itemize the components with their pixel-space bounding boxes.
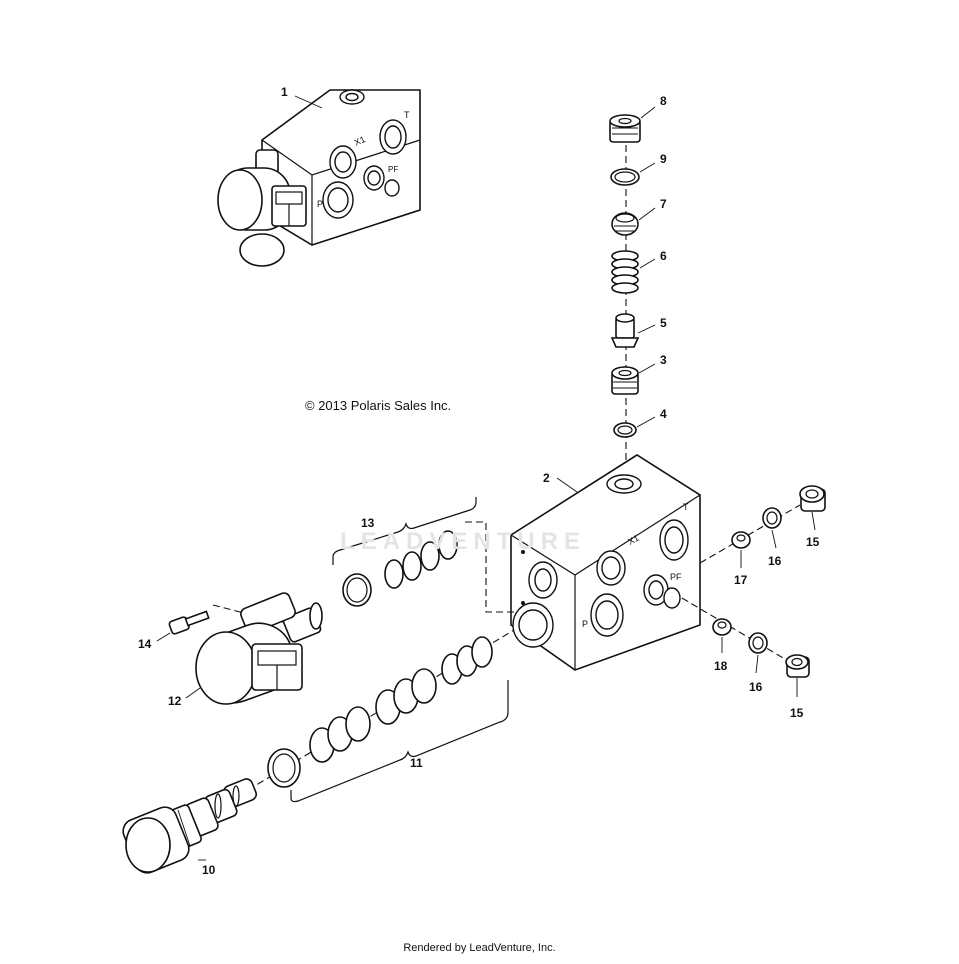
part-11-seal-kit[interactable] — [267, 636, 493, 788]
callout-12[interactable]: 12 — [168, 694, 182, 708]
callout-6[interactable]: 6 — [660, 249, 667, 263]
callout-7[interactable]: 7 — [660, 197, 667, 211]
part-17-orifice[interactable] — [731, 531, 751, 549]
part-5-poppet[interactable] — [610, 313, 640, 348]
assembly-axis-upper-right — [699, 504, 801, 564]
leader-2 — [556, 477, 578, 493]
part-3-seat[interactable] — [611, 366, 639, 395]
port-label-x1: X1 — [626, 533, 640, 547]
callout-18[interactable]: 18 — [714, 659, 728, 673]
leader-1 — [294, 95, 323, 109]
port-label-t: T — [404, 110, 410, 120]
part-4-o-ring[interactable] — [613, 422, 637, 438]
part-16-o-ring-lower[interactable] — [748, 632, 768, 654]
callout-8[interactable]: 8 — [660, 94, 667, 108]
port-label-p: P — [317, 199, 323, 209]
leader-5 — [637, 324, 656, 334]
callout-15-upper[interactable]: 15 — [806, 535, 820, 549]
callout-9[interactable]: 9 — [660, 152, 667, 166]
port-label-x1: X1 — [353, 134, 367, 148]
part-16-o-ring-upper[interactable] — [762, 507, 782, 529]
callout-4[interactable]: 4 — [660, 407, 667, 421]
callout-10[interactable]: 10 — [202, 863, 216, 877]
leader-12 — [185, 687, 201, 699]
leader-15-upper — [811, 511, 816, 531]
part-2-manifold-block[interactable]: T X1 P PF — [510, 454, 701, 671]
part-15-plug-lower[interactable] — [785, 654, 810, 678]
callout-5[interactable]: 5 — [660, 316, 667, 330]
leader-4 — [636, 416, 656, 428]
leader-8 — [640, 106, 656, 119]
callout-14[interactable]: 14 — [138, 637, 152, 651]
leader-7 — [638, 207, 656, 221]
copyright-notice: © 2013 Polaris Sales Inc. — [305, 398, 452, 413]
part-18-orifice[interactable] — [712, 618, 732, 636]
callout-16-upper[interactable]: 16 — [768, 554, 782, 568]
bracket-13 — [332, 497, 477, 565]
part-1-valve-assembly[interactable]: T X1 P PF — [217, 89, 421, 267]
callout-11[interactable]: 11 — [410, 756, 423, 770]
footer-credit: Rendered by LeadVenture, Inc. — [403, 942, 556, 954]
part-8-plug[interactable] — [609, 114, 641, 143]
leader-16-upper — [771, 529, 777, 549]
callout-13[interactable]: 13 — [361, 516, 375, 530]
assembly-axis-13 — [465, 521, 514, 613]
part-14-screw[interactable] — [168, 610, 210, 635]
callout-2[interactable]: 2 — [543, 471, 550, 485]
bracket-11 — [290, 680, 509, 803]
callout-17[interactable]: 17 — [734, 573, 748, 587]
part-7-adjuster[interactable] — [611, 212, 639, 236]
part-9-o-ring[interactable] — [610, 168, 640, 186]
leader-16-lower — [755, 654, 759, 674]
leader-9 — [639, 162, 656, 173]
part-10-cartridge-valve[interactable] — [120, 777, 258, 876]
watermark: LEADVENTURE — [340, 528, 587, 555]
part-13-seal-kit[interactable] — [342, 530, 458, 607]
part-6-spring[interactable] — [611, 250, 639, 294]
callout-16-lower[interactable]: 16 — [749, 680, 763, 694]
port-label-pf: PF — [670, 572, 682, 582]
leader-3 — [638, 363, 656, 374]
port-label-p: P — [582, 619, 588, 629]
part-12-solenoid-coil[interactable] — [189, 591, 323, 712]
leader-14 — [156, 632, 171, 642]
port-label-t: T — [683, 502, 689, 512]
callout-3[interactable]: 3 — [660, 353, 667, 367]
port-label-pf: PF — [388, 165, 398, 174]
callout-15-lower[interactable]: 15 — [790, 706, 804, 720]
callout-1[interactable]: 1 — [281, 85, 288, 99]
part-15-plug-upper[interactable] — [799, 485, 826, 512]
leader-6 — [639, 258, 656, 269]
